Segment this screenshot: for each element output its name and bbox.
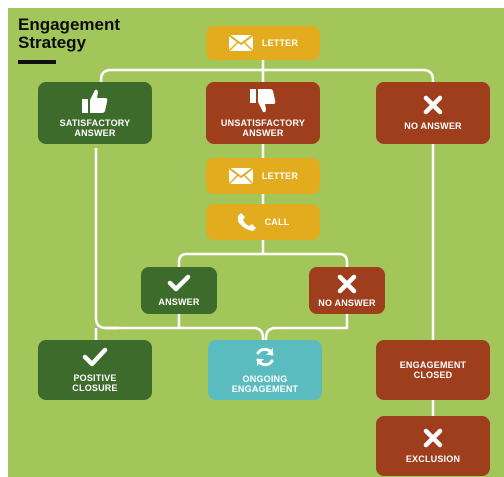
connector-satisfactory-to-closure: [94, 148, 118, 340]
thumbs-up-icon: [82, 89, 108, 113]
node-positive-closure-label-2: CLOSURE: [72, 383, 118, 393]
node-satisfactory-label-1: SATISFACTORY: [59, 118, 131, 128]
title-underline: [18, 60, 56, 64]
envelope-icon: [228, 34, 254, 52]
connector-noanswer-to-ongoing: [264, 314, 349, 340]
node-satisfactory-answer: SATISFACTORY ANSWER: [38, 82, 152, 144]
node-answer-label: ANSWER: [158, 297, 200, 307]
node-ongoing-engagement: ONGOING ENGAGEMENT: [208, 340, 322, 400]
node-positive-closure-label-1: POSITIVE: [73, 373, 117, 383]
node-no-answer-top-label: NO ANSWER: [404, 121, 462, 131]
phone-icon: [237, 213, 256, 231]
node-ongoing-label-1: ONGOING: [242, 374, 288, 384]
node-positive-closure: POSITIVE CLOSURE: [38, 340, 152, 400]
node-answer: ANSWER: [141, 267, 217, 314]
title-line-1: Engagement: [18, 15, 121, 34]
cross-icon: [423, 428, 443, 448]
node-unsatisfactory-label-1: UNSATISFACTORY: [220, 118, 306, 128]
refresh-icon: [256, 347, 274, 367]
cross-icon: [337, 274, 357, 293]
envelope-icon: [228, 167, 254, 185]
node-unsatisfactory-label-2: ANSWER: [242, 128, 284, 138]
checkmark-icon: [167, 274, 191, 292]
title-line-2: Strategy: [18, 33, 87, 52]
node-call: CALL: [206, 204, 320, 240]
node-no-answer-mid-label: NO ANSWER: [318, 297, 376, 308]
connector-lines: [94, 60, 435, 416]
node-no-answer-mid: NO ANSWER: [309, 267, 385, 314]
node-satisfactory-label-2: ANSWER: [74, 128, 116, 138]
node-call-label: CALL: [264, 217, 290, 227]
connector-answer-down: [106, 314, 265, 340]
node-letter-mid-label: LETTER: [261, 171, 299, 181]
connector-call-to-outcomes: [177, 240, 349, 267]
checkmark-icon: [82, 347, 108, 367]
node-letter-top-label: LETTER: [261, 38, 299, 48]
node-engagement-closed-label-2: CLOSED: [413, 370, 453, 380]
node-exclusion: EXCLUSION: [376, 416, 490, 476]
diagram-canvas: Engagement Strategy LETTER SATISFACTORY …: [8, 8, 504, 477]
node-exclusion-label: EXCLUSION: [405, 454, 461, 464]
node-no-answer-top: NO ANSWER: [376, 82, 490, 144]
node-letter-mid: LETTER: [206, 158, 320, 194]
node-engagement-closed-label-1: ENGAGEMENT: [399, 360, 467, 370]
node-unsatisfactory-answer: UNSATISFACTORY ANSWER: [206, 82, 320, 144]
diagram-title: Engagement Strategy: [18, 16, 178, 52]
thumbs-down-icon: [250, 89, 276, 113]
node-engagement-closed: ENGAGEMENT CLOSED: [376, 340, 490, 400]
cross-icon: [423, 95, 443, 115]
node-ongoing-label-2: ENGAGEMENT: [231, 384, 299, 394]
node-letter-top: LETTER: [206, 26, 320, 60]
